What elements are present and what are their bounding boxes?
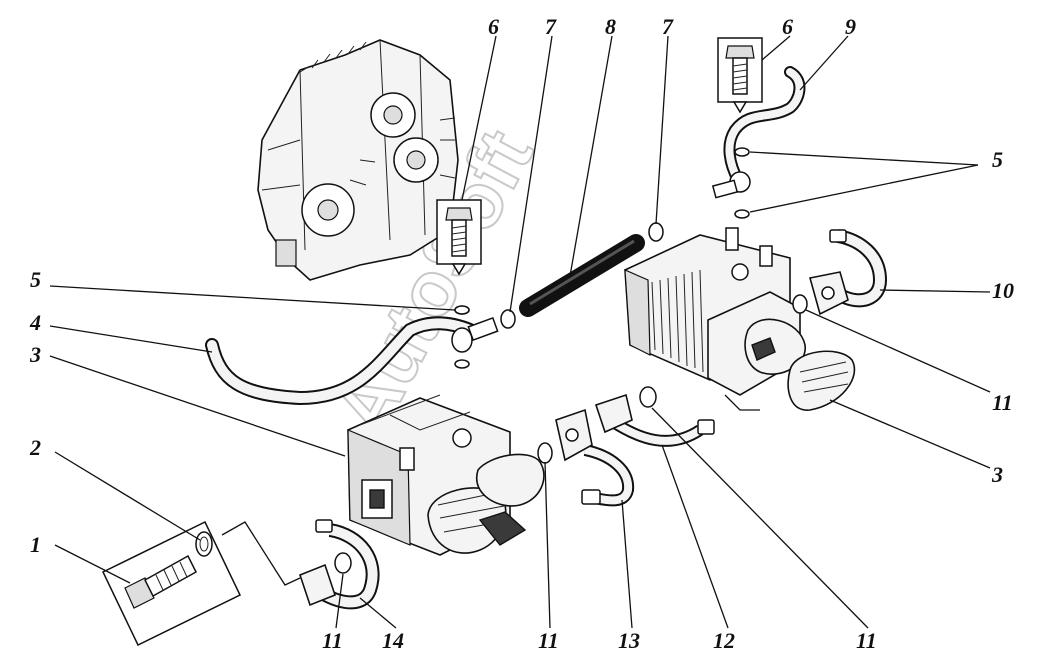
label-6-left: 6 (488, 14, 499, 39)
label-11-bottom-a: 11 (322, 628, 343, 653)
washer-11-top (639, 386, 657, 408)
washer-11-right (792, 294, 808, 314)
valve-block-right (624, 227, 856, 411)
label-11-bottom-c: 11 (856, 628, 877, 653)
label-4: 4 (29, 310, 41, 335)
pipe-13 (555, 408, 635, 507)
bolt-inset-right (717, 37, 763, 114)
label-11-right: 11 (992, 390, 1013, 415)
rod-8 (519, 234, 645, 317)
washer-5-a (734, 147, 750, 157)
pipe-12 (594, 393, 715, 447)
bolt-inset-bottom (102, 520, 301, 647)
label-2: 2 (29, 435, 41, 460)
leader-lines (49, 35, 991, 629)
label-1: 1 (30, 532, 41, 557)
label-9: 9 (845, 14, 856, 39)
label-11-bottom-b: 11 (538, 628, 559, 653)
callout-numbers: 1 2 3 4 5 6 7 8 7 6 9 5 10 11 3 11 14 11… (29, 14, 1014, 653)
valve-block-left (347, 394, 545, 556)
pipe-4 (205, 305, 499, 406)
pipe-14 (299, 519, 380, 610)
label-5-left: 5 (30, 267, 41, 292)
label-3-right: 3 (991, 462, 1003, 487)
label-6-right: 6 (782, 14, 793, 39)
label-13: 13 (618, 628, 640, 653)
pipe-10 (808, 229, 888, 316)
washer-5-b (734, 209, 750, 219)
pipe-9 (711, 66, 806, 199)
label-12: 12 (713, 628, 735, 653)
washer-7-left (500, 309, 516, 329)
bolt-inset-left (436, 199, 482, 276)
label-7-left: 7 (545, 14, 557, 39)
label-14: 14 (382, 628, 404, 653)
washer-11-mid (537, 442, 553, 464)
gearbox-housing (257, 39, 459, 281)
washer-5-left (454, 305, 470, 315)
label-7-right: 7 (662, 14, 674, 39)
label-10: 10 (992, 278, 1014, 303)
label-8: 8 (605, 14, 616, 39)
washer-7-right (648, 222, 664, 242)
label-5-right: 5 (992, 147, 1003, 172)
label-3-left: 3 (29, 342, 41, 367)
